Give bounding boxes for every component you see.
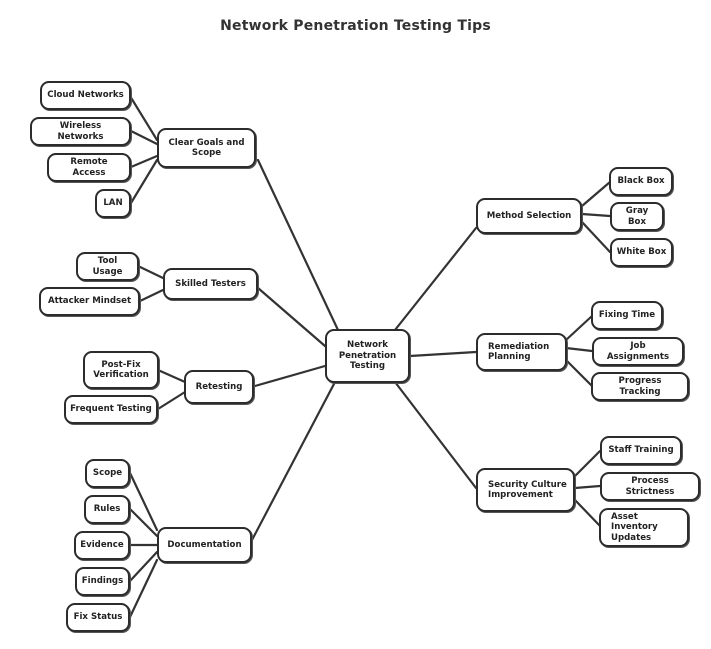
leaf-evidence[interactable]: Evidence (74, 531, 130, 560)
link-root-documentation (250, 380, 337, 542)
leaf-rules[interactable]: Rules (84, 495, 130, 524)
leaf-tool-usage[interactable]: Tool Usage (76, 252, 139, 281)
link-root-method (393, 226, 478, 332)
leaf-black-box[interactable]: Black Box (609, 167, 673, 196)
leaf-lan[interactable]: LAN (95, 189, 131, 218)
link-goals-lan (129, 158, 159, 205)
leaf-job-assignments[interactable]: Job Assignments (592, 337, 684, 366)
branch-retesting[interactable]: Retesting (184, 370, 254, 404)
leaf-wireless-networks[interactable]: Wireless Networks (30, 117, 131, 146)
branch-security-culture[interactable]: Security Culture Improvement (476, 468, 575, 512)
link-root-goals (256, 158, 340, 332)
leaf-gray-box[interactable]: Gray Box (610, 202, 664, 231)
leaf-remote-access[interactable]: Remote Access (47, 153, 131, 182)
link-method-black (580, 180, 612, 208)
link-testers-tool (136, 264, 165, 280)
leaf-frequent-testing[interactable]: Frequent Testing (64, 395, 158, 424)
branch-method-selection[interactable]: Method Selection (476, 198, 582, 234)
branch-documentation[interactable]: Documentation (157, 527, 252, 563)
link-retesting-frequent (156, 390, 187, 411)
link-method-gray (580, 212, 612, 218)
link-root-remediation (408, 350, 478, 358)
link-goals-wireless (129, 129, 159, 146)
link-cult-asset (573, 498, 602, 528)
link-cult-process (573, 484, 602, 490)
branch-remediation-planning[interactable]: Remediation Planning (476, 333, 567, 371)
link-doc-fixstatus (128, 558, 159, 619)
branch-skilled-testers[interactable]: Skilled Testers (163, 268, 258, 300)
link-root-testers (256, 286, 327, 348)
link-rem-job (564, 346, 594, 353)
leaf-findings[interactable]: Findings (75, 567, 130, 596)
diagram-title: Network Penetration Testing Tips (220, 18, 491, 34)
root-node[interactable]: Network Penetration Testing (325, 329, 410, 383)
link-cult-staff (573, 449, 602, 478)
link-goals-remote (129, 154, 159, 169)
leaf-white-box[interactable]: White Box (610, 238, 673, 267)
link-doc-rules (128, 507, 159, 538)
leaf-process-strictness[interactable]: Process Strictness (600, 472, 700, 501)
link-rem-fixing (564, 314, 594, 342)
leaf-scope[interactable]: Scope (85, 459, 130, 488)
leaf-asset-inventory-updates[interactable]: Asset Inventory Updates (599, 508, 689, 547)
link-root-culture (393, 380, 478, 490)
link-testers-mindset (138, 288, 165, 303)
link-method-white (580, 220, 612, 254)
link-rem-progress (564, 358, 594, 388)
leaf-fixing-time[interactable]: Fixing Time (591, 301, 663, 330)
leaf-post-fix-verification[interactable]: Post-Fix Verification (83, 351, 159, 389)
leaf-cloud-networks[interactable]: Cloud Networks (40, 81, 131, 110)
link-root-retesting (253, 364, 327, 388)
leaf-progress-tracking[interactable]: Progress Tracking (591, 372, 689, 401)
leaf-attacker-mindset[interactable]: Attacker Mindset (39, 287, 140, 316)
leaf-fix-status[interactable]: Fix Status (66, 603, 130, 632)
link-doc-findings (128, 550, 159, 583)
link-doc-scope (128, 471, 159, 532)
leaf-staff-training[interactable]: Staff Training (600, 436, 682, 465)
link-goals-cloud (128, 94, 159, 142)
branch-clear-goals[interactable]: Clear Goals and Scope (157, 128, 256, 168)
link-retesting-postfix (156, 368, 187, 384)
